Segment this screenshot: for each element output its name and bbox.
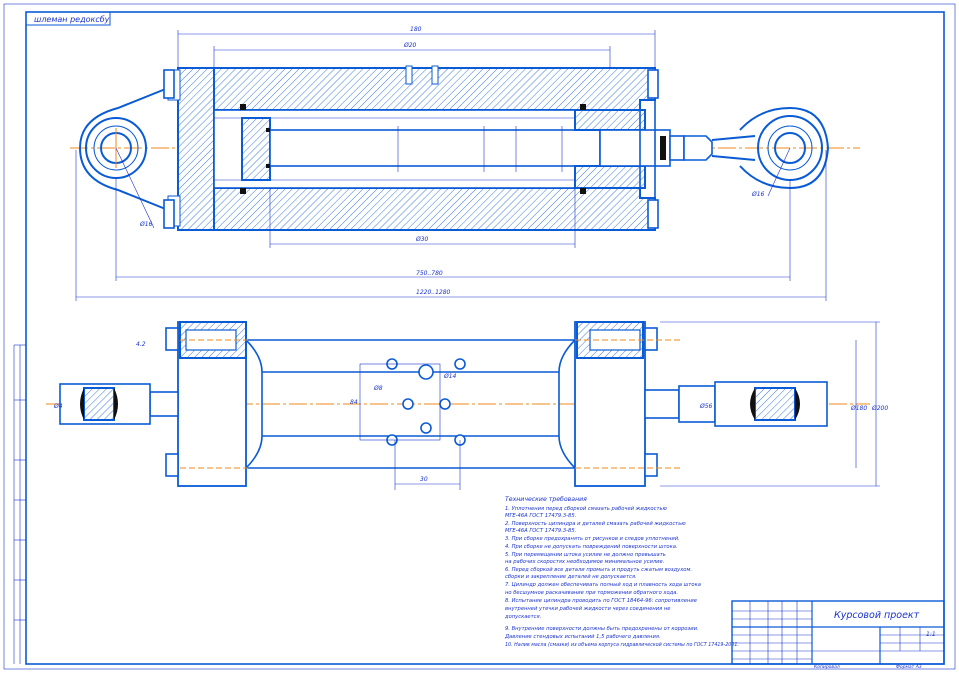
section-view: Ø16 bbox=[70, 26, 860, 301]
note-line: 8. Испытание цилиндра проводить по ГОСТ … bbox=[505, 598, 697, 604]
title-block-name: Курсовой проект bbox=[834, 610, 920, 621]
title-block: Курсовой проект 1:1 Копировал Формат А3 bbox=[731, 600, 945, 670]
note-line: на рабочих скоростях необходимое минимал… bbox=[505, 559, 664, 565]
inner-frame bbox=[25, 11, 945, 665]
dim-top-inner: Ø20 bbox=[403, 42, 417, 49]
corner-label-box bbox=[25, 11, 111, 26]
notes-title: Технические требования bbox=[505, 495, 587, 503]
dim-hole-2: Ø14 bbox=[443, 373, 457, 380]
dim-flange-height-2: Ø180 bbox=[850, 405, 867, 412]
note-line: 5. При перемещении штока усилие не должн… bbox=[505, 552, 666, 558]
note-line: сборки и закрепление деталей не допускае… bbox=[505, 574, 637, 580]
note-line: 3. При сборке предохранять от рисунков и… bbox=[505, 536, 680, 542]
note-line: 7. Цилиндр должен обеспечивать полный хо… bbox=[505, 582, 701, 588]
note-line: 2. Поверхность цилиндра и деталей смазат… bbox=[505, 521, 686, 527]
note-line: 1. Уплотнения перед сборкой смазать рабо… bbox=[505, 506, 668, 512]
title-block-sheet: 1:1 bbox=[926, 631, 936, 638]
left-margin-strip bbox=[13, 344, 26, 664]
corner-label: шлеман редоксбу bbox=[34, 15, 110, 24]
dim-overall-2: 1220..1280 bbox=[416, 289, 451, 296]
eye-left-dim: Ø16 bbox=[139, 221, 153, 228]
dim-plan-h: 84 bbox=[350, 399, 358, 406]
stamp-format: Формат А3 bbox=[896, 664, 922, 670]
stamp-copied: Копировал bbox=[814, 664, 840, 670]
dim-overall-1: 750..780 bbox=[416, 270, 443, 277]
left-clevis bbox=[78, 87, 169, 211]
eye-right-dim: Ø16 bbox=[751, 191, 765, 198]
dim-side-left: 4.2 bbox=[136, 341, 146, 348]
note-line: МГЕ-46А ГОСТ 17479.3-85. bbox=[505, 528, 576, 534]
dim-right-rod: Ø56 bbox=[699, 403, 713, 410]
note-line: Давление стендовых испытаний 1,5 рабочег… bbox=[504, 634, 661, 640]
note-line: допускается. bbox=[504, 614, 541, 620]
note-line: но бесшумное раскачивание при торможении… bbox=[505, 590, 678, 596]
dim-plan-w: 30 bbox=[420, 476, 428, 483]
dim-flange-height: Ø200 bbox=[871, 405, 888, 412]
dim-bore-bottom: Ø30 bbox=[415, 236, 429, 243]
note-line: МГЕ-46А ГОСТ 17479.3-85. bbox=[505, 513, 576, 519]
technical-notes: Технические требования 1. Уплотнения пер… bbox=[504, 495, 739, 648]
note-line: 10. Налив масла (смазки) из объема корпу… bbox=[505, 642, 739, 648]
note-line: внутренней утечки рабочей жидкости через… bbox=[505, 606, 671, 612]
dim-left-rod: Ø4 bbox=[53, 403, 63, 410]
plan-view: 30 84 Ø8 Ø14 Ø200 Ø180 Ø56 Ø4 4.2 bbox=[46, 321, 888, 490]
note-line: 6. Перед сборкой все детали промыть и пр… bbox=[505, 567, 692, 573]
dim-hole: Ø8 bbox=[373, 385, 383, 392]
dim-top-outer: 180 bbox=[410, 26, 422, 33]
note-line: 9. Внутренние поверхности должны быть пр… bbox=[505, 626, 699, 632]
outer-frame bbox=[3, 3, 956, 670]
note-line: 4. При сборке не допускать повреждений п… bbox=[505, 544, 678, 550]
